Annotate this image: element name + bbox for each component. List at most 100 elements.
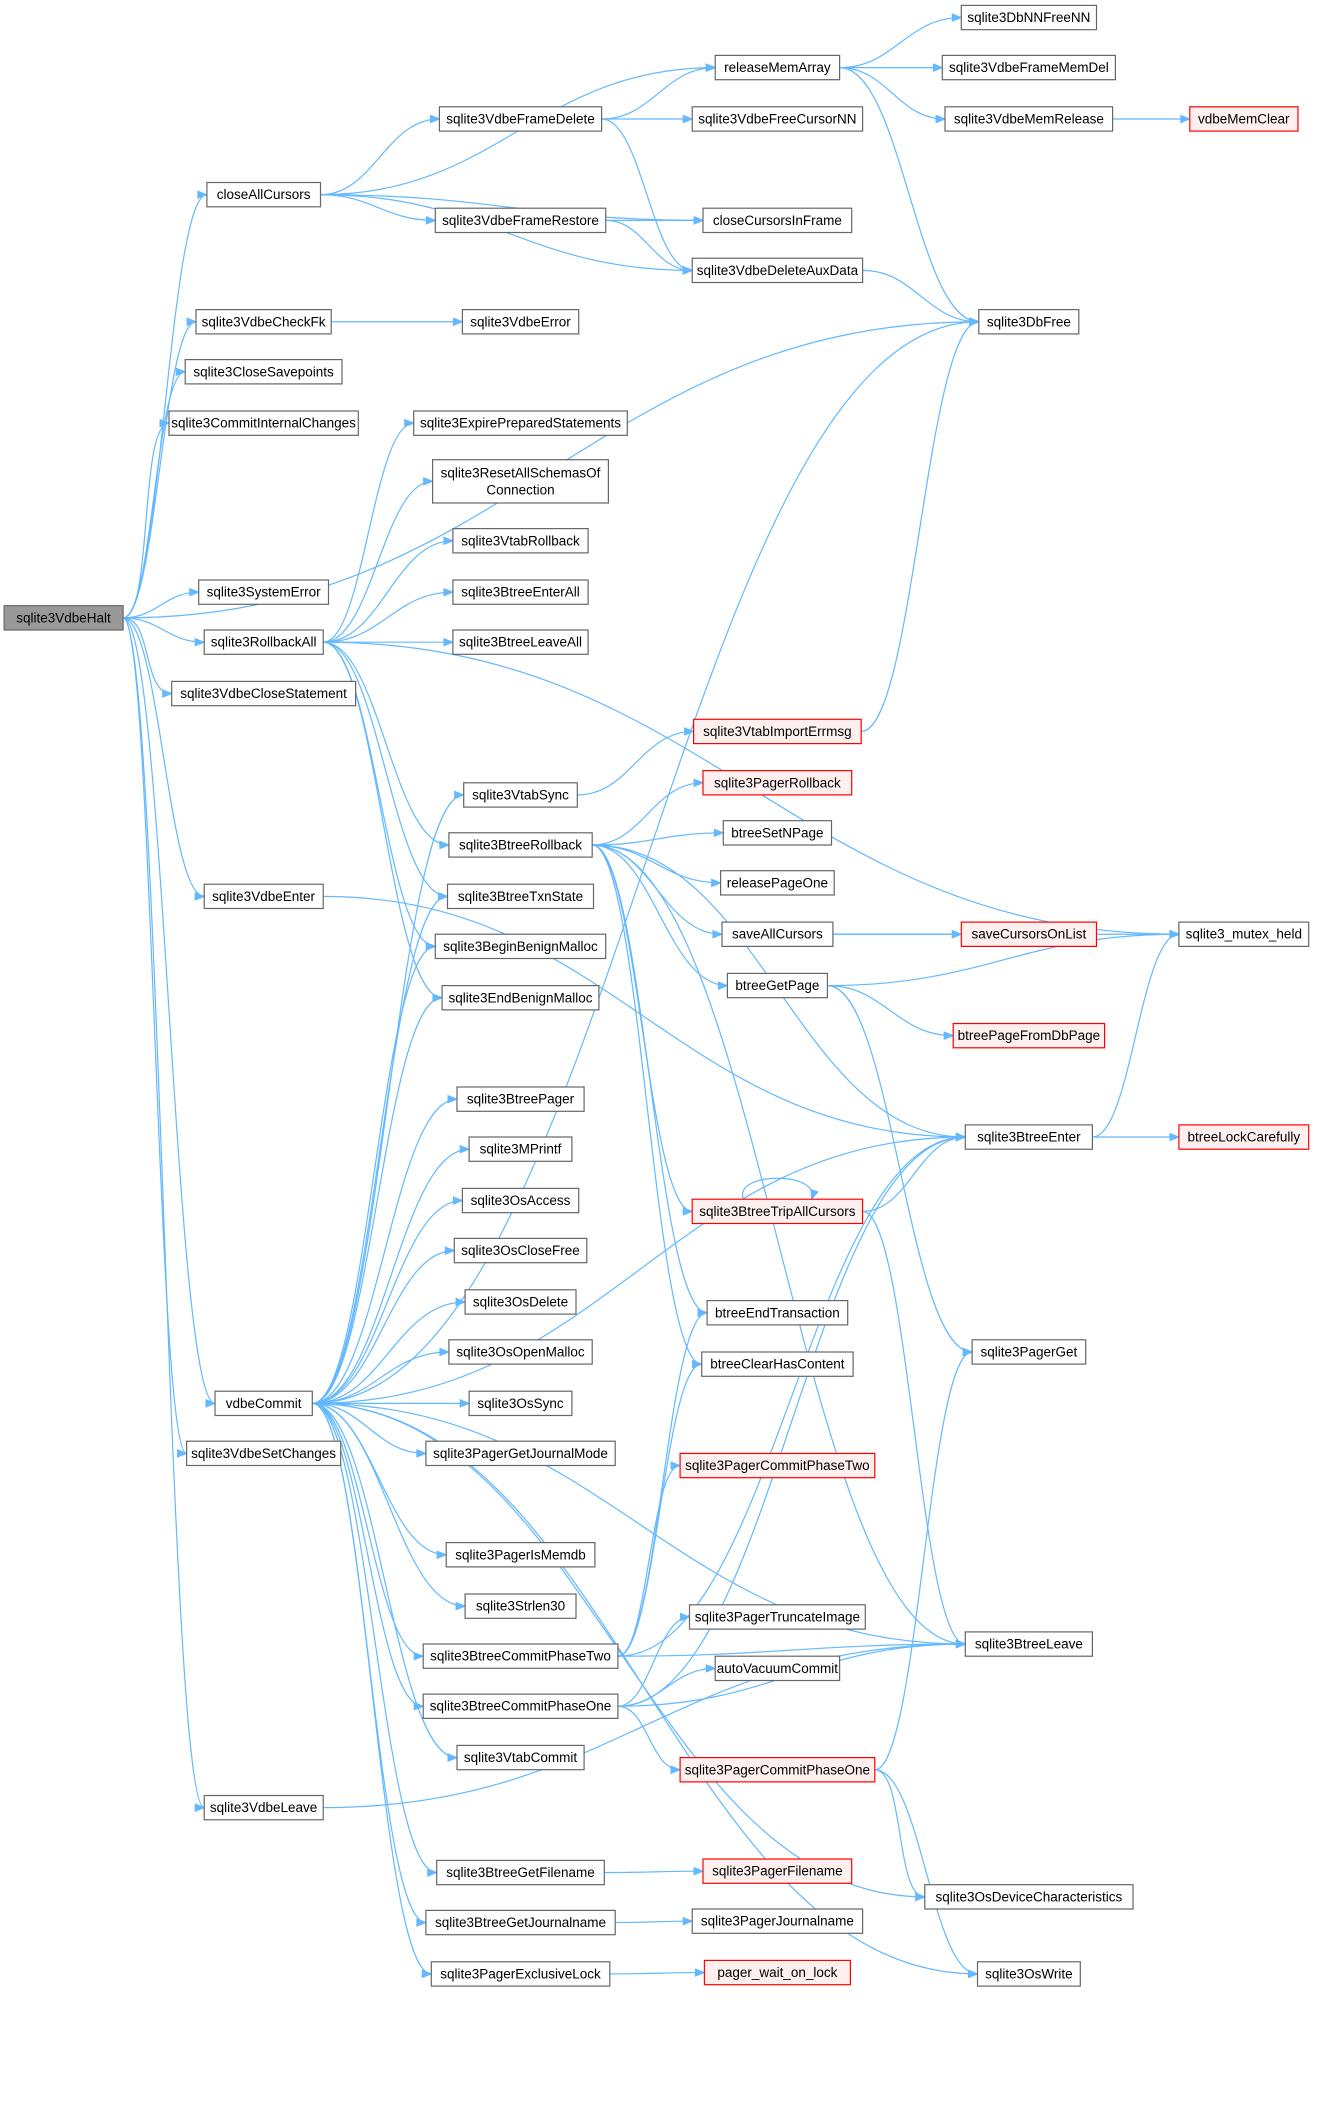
node-mutexHeld[interactable]: sqlite3_mutex_held [1178, 921, 1310, 947]
edge-memRelease-to-memClear [1112, 114, 1192, 124]
edge-vdbeCommit-to-btreeTxnState [312, 892, 449, 1404]
node-osDelete[interactable]: sqlite3OsDelete [464, 1289, 577, 1315]
node-frameRestore[interactable]: sqlite3VdbeFrameRestore [434, 207, 607, 234]
node-btreeCommitOne[interactable]: sqlite3BtreeCommitPhaseOne [422, 1693, 619, 1719]
node-btreePageFromDbPage[interactable]: btreePageFromDbPage [952, 1022, 1106, 1049]
node-halt[interactable]: sqlite3VdbeHalt [3, 605, 124, 631]
edge-vdbeCommit-to-mprintf [312, 1144, 471, 1404]
node-memRelease[interactable]: sqlite3VdbeMemRelease [944, 106, 1114, 132]
node-vdbeCommit[interactable]: vdbeCommit [214, 1390, 313, 1417]
node-osSync[interactable]: sqlite3OsSync [468, 1390, 573, 1417]
edge-releaseMemArray-to-frameMemDel [839, 63, 944, 72]
node-frameDelete[interactable]: sqlite3VdbeFrameDelete [438, 106, 603, 132]
node-pagerWaitOnLock[interactable]: pager_wait_on_lock [703, 1959, 852, 1986]
node-saveAllCursors[interactable]: saveAllCursors [721, 921, 834, 947]
edge-btreeRollback-to-btreeSetNPage [592, 828, 725, 846]
node-btreeGetFilename[interactable]: sqlite3BtreeGetFilename [436, 1859, 605, 1886]
node-pagerCommitOne[interactable]: sqlite3PagerCommitPhaseOne [679, 1756, 876, 1783]
node-dbNNFreeNN[interactable]: sqlite3DbNNFreeNN [960, 4, 1098, 31]
node-rollbackAll[interactable]: sqlite3RollbackAll [203, 629, 324, 655]
node-expirePrepared[interactable]: sqlite3ExpirePreparedStatements [413, 410, 628, 436]
node-frameMemDel[interactable]: sqlite3VdbeFrameMemDel [941, 54, 1116, 81]
node-osCloseFree[interactable]: sqlite3OsCloseFree [453, 1237, 588, 1264]
node-box [971, 1339, 1087, 1365]
node-closeStatement[interactable]: sqlite3VdbeCloseStatement [171, 680, 357, 707]
node-tripAllCursors[interactable]: sqlite3BtreeTripAllCursors [691, 1198, 864, 1225]
node-pagerCommitTwo[interactable]: sqlite3PagerCommitPhaseTwo [679, 1452, 876, 1479]
edge-halt-to-closeAllCursors [122, 190, 209, 619]
edge-frameRestore-to-deleteAuxData [605, 219, 694, 275]
node-label: sqlite3OsOpenMalloc [456, 1345, 585, 1360]
node-freeCursorNN[interactable]: sqlite3VdbeFreeCursorNN [691, 106, 864, 132]
node-saveCursorsOnList[interactable]: saveCursorsOnList [960, 921, 1098, 947]
node-vtabCommit[interactable]: sqlite3VtabCommit [456, 1744, 585, 1771]
node-setChanges[interactable]: sqlite3VdbeSetChanges [186, 1440, 342, 1467]
node-pagerFilename[interactable]: sqlite3PagerFilename [702, 1858, 853, 1884]
node-btreeLeaveAll[interactable]: sqlite3BtreeLeaveAll [452, 629, 589, 655]
node-btreeSetNPage[interactable]: btreeSetNPage [722, 820, 833, 846]
node-btreeCommitTwo[interactable]: sqlite3BtreeCommitPhaseTwo [422, 1643, 619, 1669]
node-btreeTxnState[interactable]: sqlite3BtreeTxnState [446, 883, 595, 910]
node-label: sqlite3BtreeLeave [975, 1637, 1083, 1652]
node-endBenign[interactable]: sqlite3EndBenignMalloc [441, 984, 600, 1011]
node-btreeEnterAll[interactable]: sqlite3BtreeEnterAll [452, 579, 589, 605]
node-btreePager[interactable]: sqlite3BtreePager [456, 1086, 585, 1112]
edge-pagerCommitOne-to-osDeviceChar [874, 1769, 927, 1902]
node-box [422, 1643, 619, 1669]
node-box [726, 972, 829, 999]
node-dbFree[interactable]: sqlite3DbFree [978, 309, 1080, 335]
node-autoVacuumCommit[interactable]: autoVacuumCommit [714, 1655, 841, 1682]
node-osOpenMalloc[interactable]: sqlite3OsOpenMalloc [448, 1339, 593, 1365]
node-deleteAuxData[interactable]: sqlite3VdbeDeleteAuxData [691, 257, 864, 284]
node-systemError[interactable]: sqlite3SystemError [198, 579, 330, 605]
node-vtabRollback[interactable]: sqlite3VtabRollback [452, 527, 589, 554]
node-mprintf[interactable]: sqlite3MPrintf [468, 1136, 573, 1162]
node-memClear[interactable]: vdbeMemClear [1189, 106, 1299, 132]
node-releasePageOne[interactable]: releasePageOne [719, 870, 835, 896]
node-osAccess[interactable]: sqlite3OsAccess [461, 1187, 580, 1214]
node-vtabSync[interactable]: sqlite3VtabSync [463, 782, 578, 808]
node-btreeGetPage[interactable]: btreeGetPage [726, 972, 829, 999]
node-vdbeEnter[interactable]: sqlite3VdbeEnter [203, 883, 324, 910]
node-pagerGetJournalMode[interactable]: sqlite3PagerGetJournalMode [425, 1440, 616, 1467]
node-box [425, 1909, 616, 1936]
node-pagerExclusiveLock[interactable]: sqlite3PagerExclusiveLock [430, 1961, 611, 1987]
node-closeAllCursors[interactable]: closeAllCursors [206, 181, 322, 208]
node-releaseMemArray[interactable]: releaseMemArray [714, 54, 841, 81]
node-vdbeLeave[interactable]: sqlite3VdbeLeave [203, 1794, 324, 1821]
node-label: sqlite3VdbeFrameRestore [442, 213, 599, 228]
node-btreeRollback[interactable]: sqlite3BtreeRollback [448, 832, 593, 858]
node-box [461, 309, 580, 335]
node-label: sqlite3PagerRollback [714, 775, 841, 790]
node-label: sqlite3VdbeSetChanges [191, 1446, 336, 1461]
node-commitInternal[interactable]: sqlite3CommitInternalChanges [168, 410, 359, 436]
node-closeCursorsInFrame[interactable]: closeCursorsInFrame [702, 207, 853, 234]
node-box [703, 1959, 852, 1986]
node-btreeLeave[interactable]: sqlite3BtreeLeave [964, 1631, 1093, 1657]
node-btreeGetJournalname[interactable]: sqlite3BtreeGetJournalname [425, 1909, 616, 1936]
node-checkFk[interactable]: sqlite3VdbeCheckFk [195, 309, 332, 335]
node-label: sqlite3BtreeGetFilename [446, 1865, 595, 1880]
node-btreeEndTransaction[interactable]: btreeEndTransaction [706, 1299, 849, 1326]
edge-frameDelete-to-deleteAuxData [601, 118, 694, 275]
node-pagerTruncateImage[interactable]: sqlite3PagerTruncateImage [688, 1604, 866, 1630]
node-pagerIsMemdb[interactable]: sqlite3PagerIsMemdb [445, 1541, 596, 1568]
node-osWrite[interactable]: sqlite3OsWrite [976, 1961, 1081, 1987]
node-btreeEnter[interactable]: sqlite3BtreeEnter [964, 1124, 1093, 1150]
node-vtabImportErrmsg[interactable]: sqlite3VtabImportErrmsg [692, 718, 862, 745]
node-pagerJournalname[interactable]: sqlite3PagerJournalname [691, 1908, 864, 1934]
node-label: sqlite3VdbeFrameMemDel [949, 60, 1109, 75]
node-pagerGet[interactable]: sqlite3PagerGet [971, 1339, 1087, 1365]
node-beginBenign[interactable]: sqlite3BeginBenignMalloc [434, 933, 607, 960]
node-osDeviceChar[interactable]: sqlite3OsDeviceCharacteristics [924, 1884, 1134, 1910]
node-btreeClearHasContent[interactable]: btreeClearHasContent [701, 1351, 854, 1377]
node-closeSavepoints[interactable]: sqlite3CloseSavepoints [184, 359, 343, 385]
edge-pagerExclusiveLock-to-pagerWaitOnLock [609, 1968, 706, 1977]
node-btreeLockCarefully[interactable]: btreeLockCarefully [1178, 1124, 1310, 1150]
node-vdbeError[interactable]: sqlite3VdbeError [461, 309, 580, 335]
node-strlen30[interactable]: sqlite3Strlen30 [464, 1593, 577, 1619]
node-pagerRollback[interactable]: sqlite3PagerRollback [702, 769, 853, 796]
node-label: sqlite3BtreeEnterAll [461, 585, 580, 600]
node-box [1178, 921, 1310, 947]
